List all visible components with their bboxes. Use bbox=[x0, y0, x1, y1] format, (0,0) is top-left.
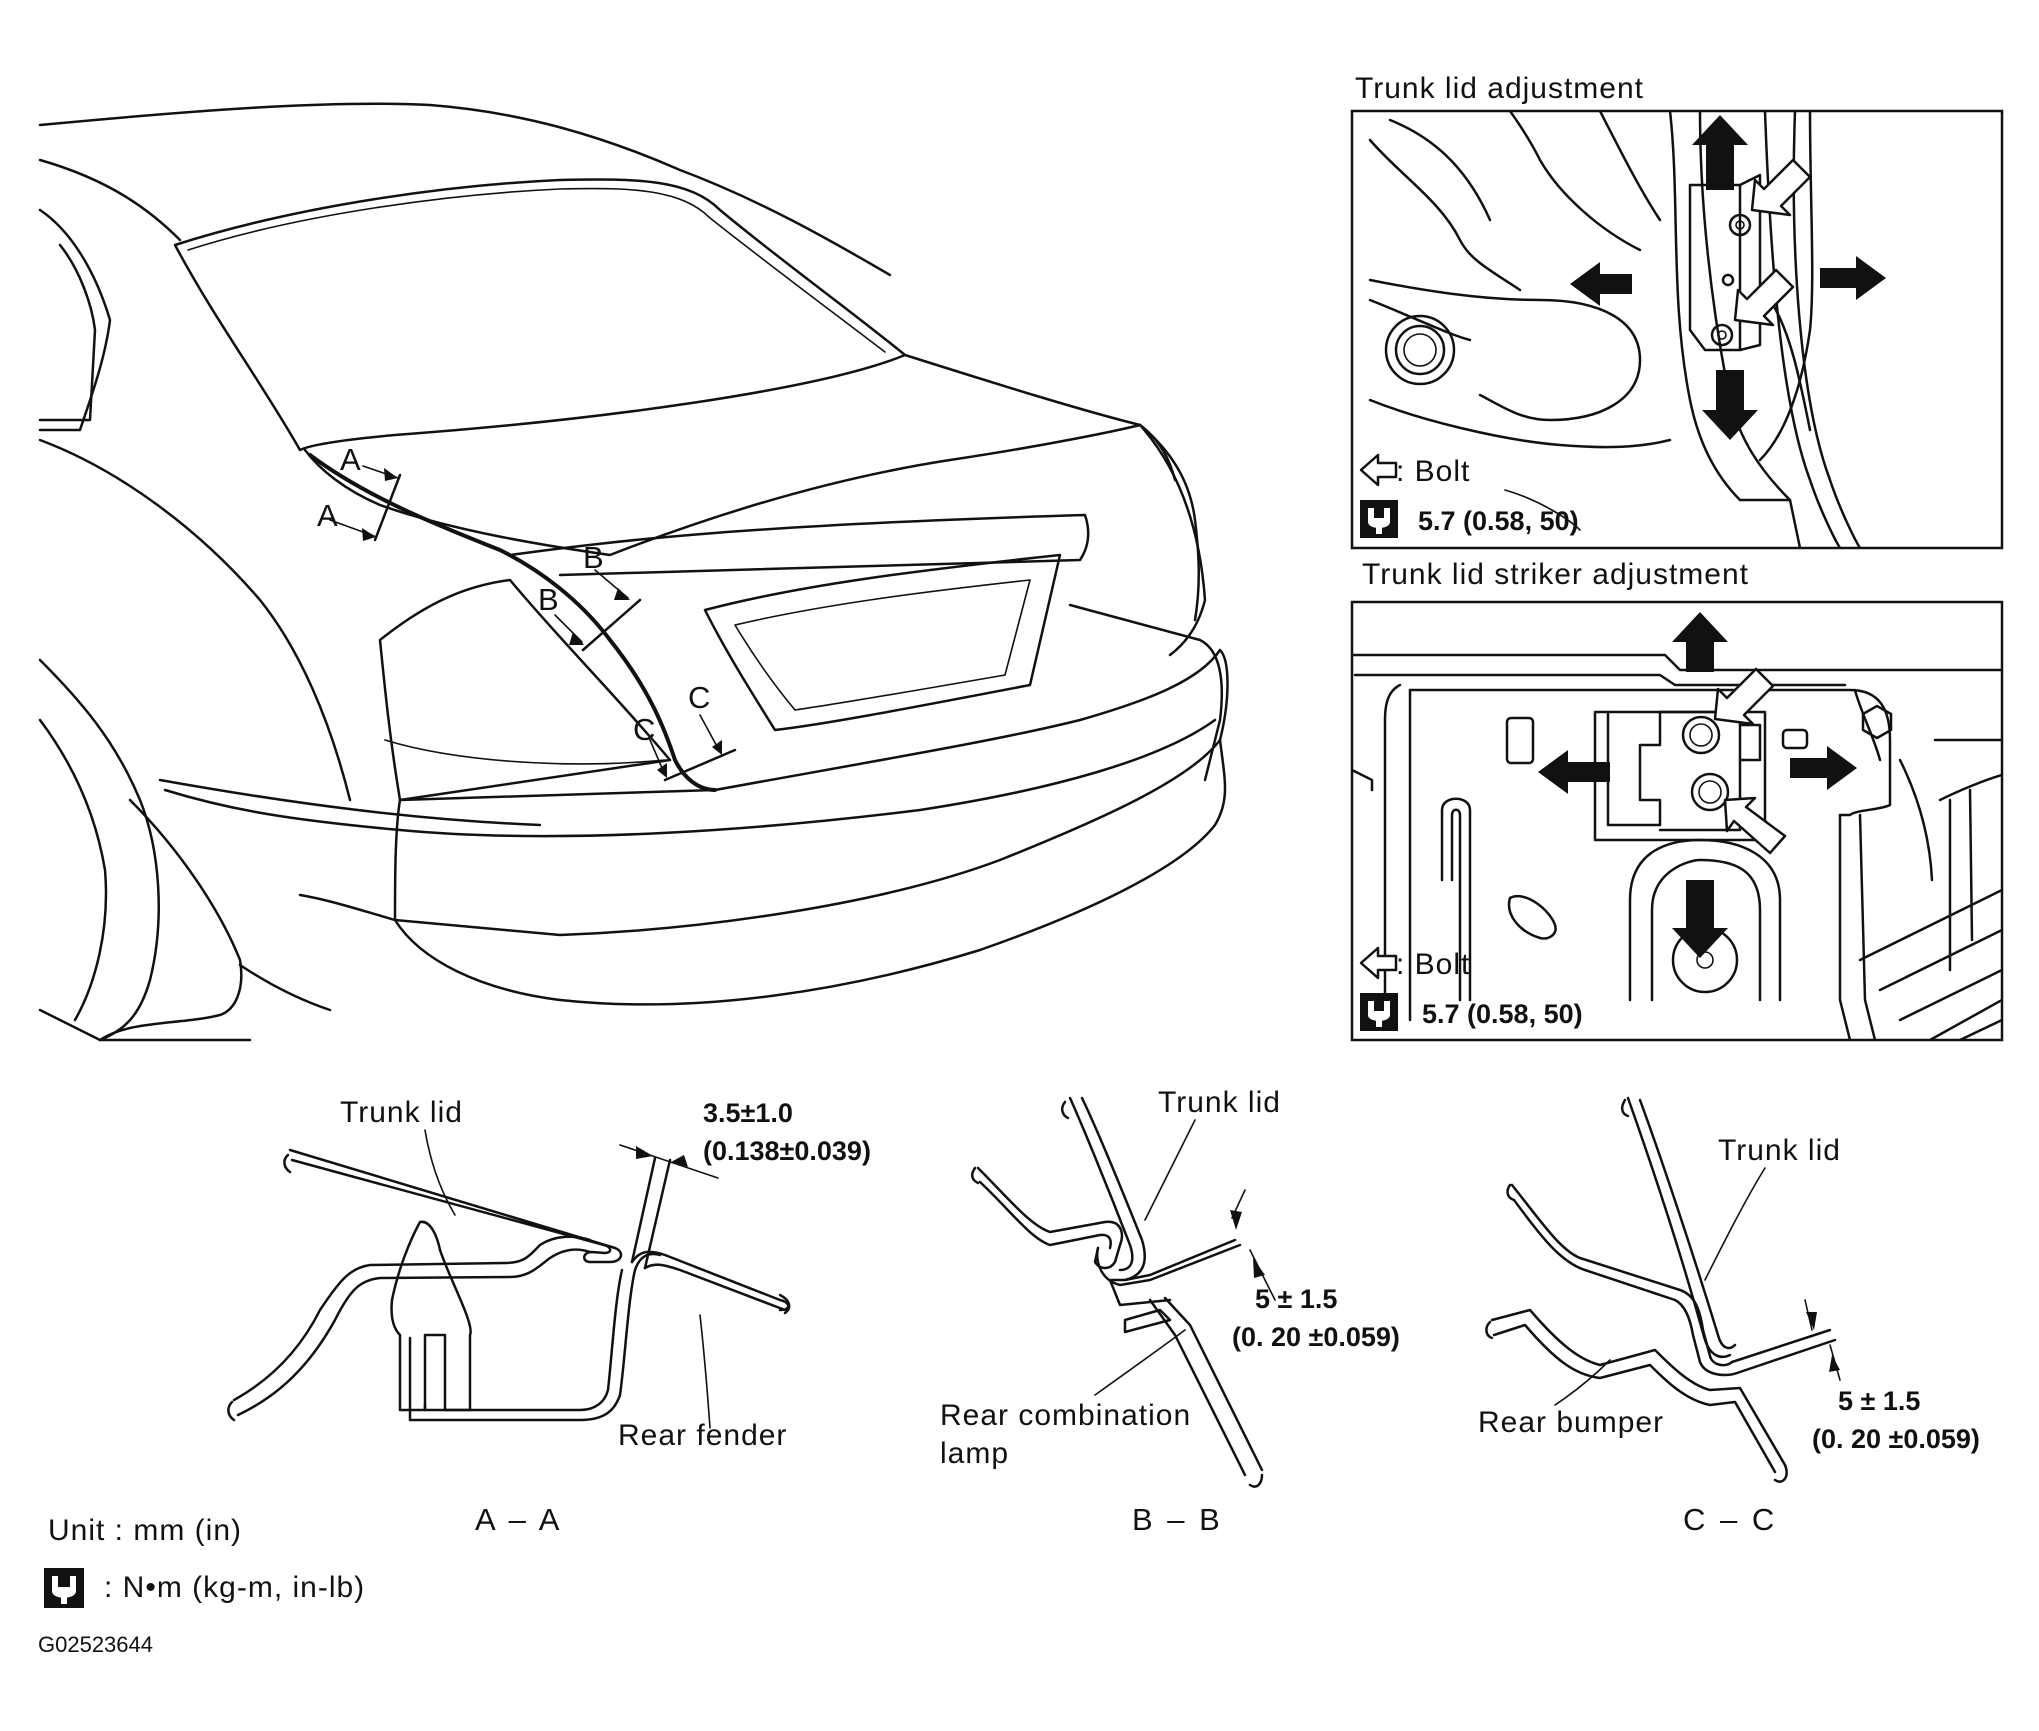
torque-unit-legend: : N•m (kg-m, in-lb) bbox=[104, 1571, 365, 1604]
striker-adjustment-title: Trunk lid striker adjustment bbox=[1362, 558, 1749, 591]
cc-gap-in: (0. 20 ±0.059) bbox=[1812, 1424, 1980, 1454]
aa-gap-in: (0.138±0.039) bbox=[703, 1136, 871, 1166]
trunk-lid-torque-value: 5.7 (0.58, 50) bbox=[1418, 506, 1579, 536]
bolt-legend: : Bolt bbox=[1359, 453, 1581, 531]
adjust-arrow-icon bbox=[1570, 115, 1886, 440]
marker-b-2: B bbox=[538, 582, 562, 617]
bolt-legend-arrow-icon bbox=[1359, 453, 1398, 487]
bolt-legend-text: : Bolt bbox=[1396, 455, 1470, 488]
bb-section-title: B – B bbox=[1132, 1502, 1223, 1537]
bb-gap-mm: 5 ± 1.5 bbox=[1255, 1284, 1337, 1314]
bb-lamp-label-line2: lamp bbox=[940, 1437, 1009, 1470]
cc-section-title: C – C bbox=[1683, 1502, 1777, 1537]
striker-adjustment-panel: Trunk lid striker adjustment bbox=[1350, 558, 2004, 1042]
marker-a-2: A bbox=[317, 498, 341, 533]
striker-bolt-legend: : Bolt bbox=[1359, 946, 1470, 981]
section-marker-c: C C bbox=[633, 680, 737, 782]
striker-bolt-legend-text: : Bolt bbox=[1396, 948, 1470, 981]
car-rear-view: A A B B C C bbox=[38, 102, 1229, 1042]
aa-section-title: A – A bbox=[475, 1502, 562, 1537]
bolt-arrow-icon bbox=[1733, 158, 1812, 327]
cc-gap-mm: 5 ± 1.5 bbox=[1838, 1386, 1920, 1416]
section-marker-b: B B bbox=[538, 540, 642, 652]
marker-a-1: A bbox=[340, 442, 364, 477]
bb-trunk-lid-label: Trunk lid bbox=[1158, 1086, 1281, 1119]
trunk-lid-adjustment-frame bbox=[1350, 109, 2004, 550]
marker-b-1: B bbox=[583, 540, 607, 575]
trunk-lid-adjustment-title: Trunk lid adjustment bbox=[1355, 72, 1644, 105]
striker-torque-wrench-icon bbox=[1360, 993, 1398, 1031]
bb-gap-in: (0. 20 ±0.059) bbox=[1232, 1322, 1400, 1352]
torque-wrench-icon bbox=[1360, 500, 1398, 538]
legend-torque-wrench-icon bbox=[44, 1568, 84, 1608]
aa-rear-fender-label: Rear fender bbox=[618, 1419, 787, 1452]
section-c-c: Trunk lid 5 ± 1.5 (0. 20 ±0.059) Rear bu… bbox=[1478, 1096, 1980, 1537]
figure-id: G02523644 bbox=[38, 1632, 153, 1657]
section-a-a: Trunk lid 3.5±1.0 (0.138±0.039) Rear fen… bbox=[227, 1096, 871, 1537]
striker-torque-value: 5.7 (0.58, 50) bbox=[1422, 999, 1583, 1029]
unit-label: Unit : mm (in) bbox=[48, 1514, 242, 1547]
bb-lamp-label-line1: Rear combination bbox=[940, 1399, 1191, 1432]
marker-c-1: C bbox=[688, 680, 713, 715]
footer-legend: Unit : mm (in) : N•m (kg-m, in-lb) G0252… bbox=[38, 1514, 365, 1657]
striker-adjust-arrows bbox=[1538, 612, 1857, 958]
section-b-b: Trunk lid 5 ± 1.5 (0. 20 ±0.059) Rear co… bbox=[940, 1086, 1400, 1537]
section-marker-a: A A bbox=[317, 442, 402, 542]
cc-rear-bumper-label: Rear bumper bbox=[1478, 1406, 1664, 1439]
marker-c-2: C bbox=[633, 712, 658, 747]
trunk-lid-adjustment-panel: Trunk lid adjustment bbox=[1350, 72, 2004, 550]
aa-gap-mm: 3.5±1.0 bbox=[703, 1098, 793, 1128]
cc-trunk-lid-label: Trunk lid bbox=[1718, 1134, 1841, 1167]
striker-bolt-arrows bbox=[1713, 667, 1787, 855]
striker-bolt-legend-arrow-icon bbox=[1359, 946, 1398, 980]
aa-trunk-lid-label: Trunk lid bbox=[340, 1096, 463, 1129]
